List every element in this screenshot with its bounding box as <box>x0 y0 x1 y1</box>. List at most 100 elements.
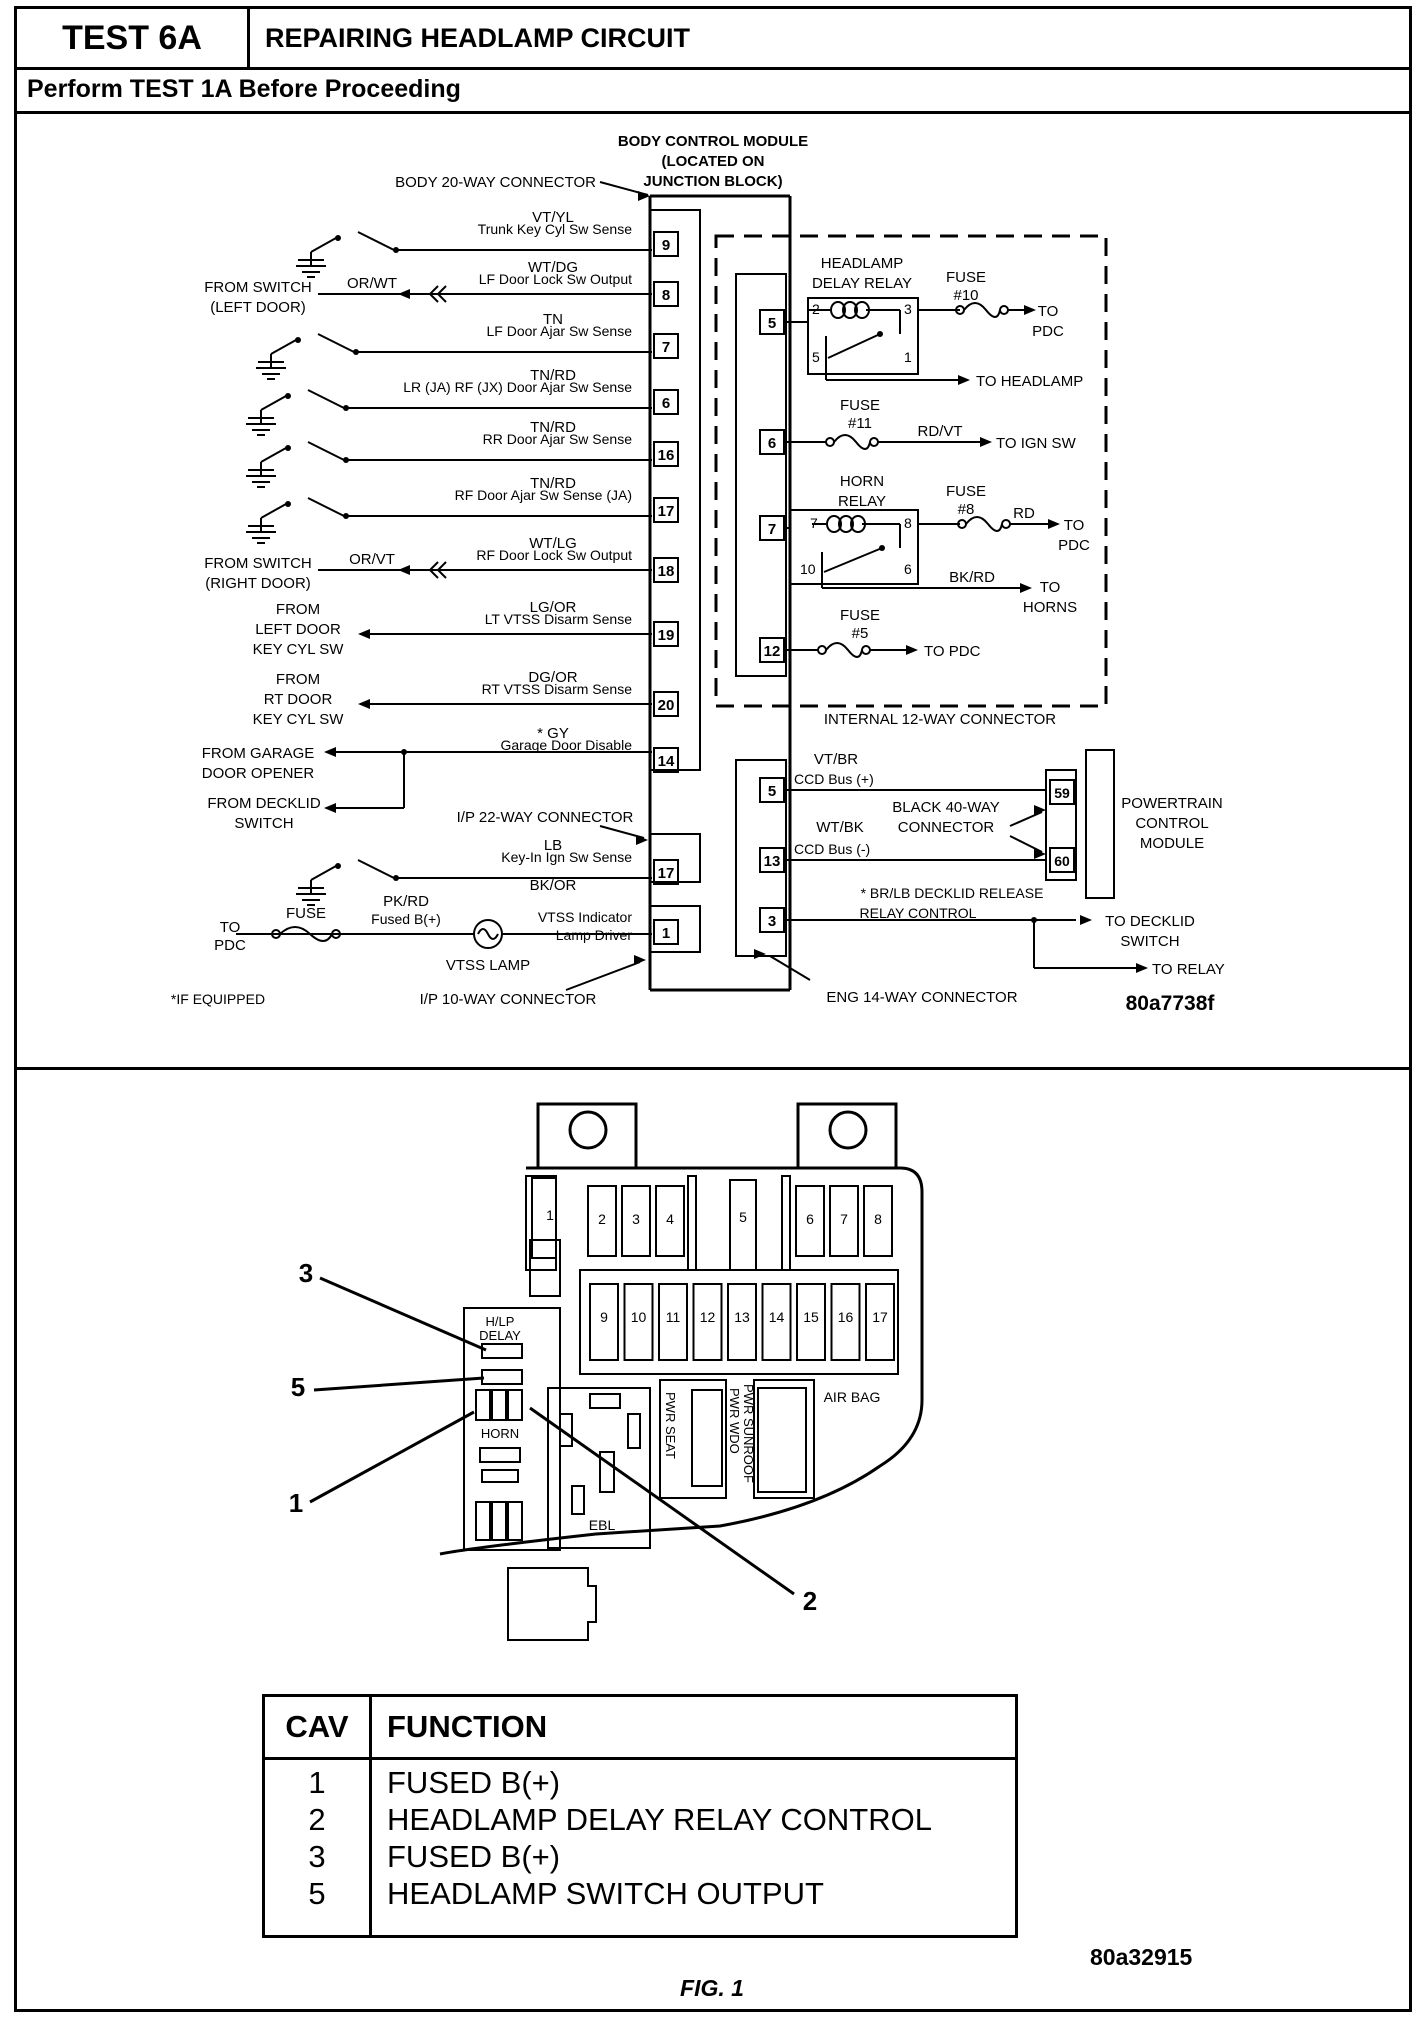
to-pdc-label: TO PDC <box>924 643 981 660</box>
pwr-seat-label: PWR SEAT <box>663 1392 678 1459</box>
ccd-minus-label: CCD Bus (-) <box>794 841 870 857</box>
connector-chevron <box>428 561 439 579</box>
headlamp-relay-label: DELAY RELAY <box>812 275 912 292</box>
relay-terminal <box>491 1501 507 1541</box>
fuse-slot <box>863 1185 893 1257</box>
to-horns-label: TO <box>1040 579 1061 596</box>
garage-label: FROM GARAGE <box>202 745 315 762</box>
ccd-plus-label: CCD Bus (+) <box>794 771 874 787</box>
pin-number: 6 <box>768 435 776 452</box>
wire-arrow <box>398 289 410 299</box>
pin-number: 7 <box>662 339 670 356</box>
switch-contact <box>285 501 291 507</box>
relay-terminal <box>507 1389 523 1421</box>
wire-arrow <box>358 699 370 709</box>
fuse-slot <box>830 1283 861 1361</box>
wire-color: OR/WT <box>347 275 397 292</box>
fuse-number: 13 <box>734 1309 750 1325</box>
wire-arrow <box>1020 583 1032 593</box>
pin-number: 17 <box>658 865 675 882</box>
table-row: 1 FUSED B(+) <box>265 1765 1015 1802</box>
horn-relay <box>789 509 919 585</box>
source-label: KEY CYL SW <box>253 641 345 658</box>
vtss-lamp-icon <box>477 928 499 940</box>
wire-color: OR/VT <box>349 551 395 568</box>
eng14-label: ENG 14-WAY CONNECTOR <box>826 989 1017 1006</box>
mounting-hole <box>828 1110 868 1150</box>
relay-contact <box>827 333 881 359</box>
cav-header: CAV <box>285 1709 349 1744</box>
cav-number: 2 <box>308 1802 326 1837</box>
to-pdc-label: PDC <box>214 937 246 954</box>
schematic-code: 80a7738f <box>1126 992 1216 1015</box>
to-decklid-switch-label: TO DECKLID <box>1105 913 1195 930</box>
wire-arrow <box>1024 305 1036 315</box>
wire-color: Fused B(+) <box>371 911 441 927</box>
circuit-description: RT VTSS Disarm Sense <box>482 681 633 697</box>
switch-icon <box>317 333 355 353</box>
circuit-description: LR (JA) RF (JX) Door Ajar Sw Sense <box>403 379 632 395</box>
cav-function: FUSED B(+) <box>387 1765 561 1800</box>
wire-arrow <box>980 437 992 447</box>
leader <box>565 961 641 991</box>
fuse-slot <box>796 1283 826 1361</box>
pin-box <box>653 747 679 773</box>
pin-number: 16 <box>658 447 675 464</box>
ip22-label: I/P 22-WAY CONNECTOR <box>457 809 634 826</box>
internal12-label: INTERNAL 12-WAY CONNECTOR <box>824 711 1056 728</box>
relay-terminal <box>481 1343 523 1359</box>
circuit-breaker <box>659 1379 727 1499</box>
body-connector-label: BODY 20-WAY CONNECTOR <box>395 174 596 191</box>
table-row: 3 FUSED B(+) <box>265 1839 1015 1876</box>
to-horns-label: HORNS <box>1023 599 1077 616</box>
pin-number: 60 <box>1054 853 1070 869</box>
fuse-slot <box>623 1283 654 1361</box>
pcm-label: POWERTRAIN <box>1121 795 1222 812</box>
pin-box <box>1049 779 1075 805</box>
cav-number: 5 <box>308 1876 326 1911</box>
relay-terminal <box>481 1469 519 1483</box>
fuse-number: 15 <box>803 1309 819 1325</box>
pin-number: 17 <box>658 503 675 520</box>
relay-terminal <box>481 1369 523 1385</box>
wire-arrow <box>906 645 918 655</box>
fuse-slot <box>655 1185 685 1257</box>
ebl-label: EBL <box>589 1517 616 1533</box>
pin-box <box>1049 847 1075 873</box>
wire-color: DG/OR <box>528 669 577 686</box>
cav-function: FUSED B(+) <box>387 1839 561 1874</box>
switch-contact <box>285 445 291 451</box>
circuit-description: Key-In Ign Sw Sense <box>501 849 632 865</box>
circuit-description: RF Door Ajar Sw Sense (JA) <box>455 487 632 503</box>
source-label: FROM SWITCH <box>204 279 311 296</box>
fuse-number: 10 <box>631 1309 647 1325</box>
fuse-number: 5 <box>739 1209 747 1225</box>
pin-number: 18 <box>658 563 675 580</box>
callout-leader <box>319 1276 487 1352</box>
cav-table-divider <box>369 1697 372 1935</box>
leader-arrow <box>638 191 650 201</box>
pin-box <box>653 691 679 717</box>
fuse-number: 6 <box>806 1211 814 1227</box>
fuse-slot <box>621 1185 651 1257</box>
bcm-title: (LOCATED ON <box>661 153 764 170</box>
bcm-title: BODY CONTROL MODULE <box>618 133 808 150</box>
black-40-way-label: CONNECTOR <box>898 819 995 836</box>
relay-coil-icon <box>830 301 846 319</box>
fuse-icon <box>999 305 1009 315</box>
horn-label: HORN <box>481 1426 519 1441</box>
wire-color: BK/RD <box>949 569 995 586</box>
switch-icon <box>307 389 345 409</box>
to-headlamp-label: TO HEADLAMP <box>976 373 1083 390</box>
source-label: (RIGHT DOOR) <box>205 575 311 592</box>
table-row: 5 HEADLAMP SWITCH OUTPUT <box>265 1876 1015 1913</box>
wire-color: WT/BK <box>816 819 864 836</box>
wire-color: TN/RD <box>530 475 576 492</box>
connector-chevron <box>436 285 447 303</box>
pin-box <box>653 497 679 523</box>
pin-box <box>759 907 785 933</box>
relay-pin: 8 <box>904 515 912 531</box>
pin-box <box>653 389 679 415</box>
cav-table-body: 1 FUSED B(+) 2 HEADLAMP DELAY RELAY CONT… <box>265 1765 1015 1913</box>
pin-number: 5 <box>768 315 776 332</box>
